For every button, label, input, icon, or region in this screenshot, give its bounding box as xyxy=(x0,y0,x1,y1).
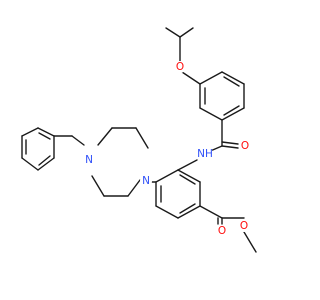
amide-nh-label: NH xyxy=(197,148,213,160)
ether-oxygen-label: O xyxy=(176,61,184,73)
ester-carbonyl-oxygen-label: O xyxy=(218,225,226,237)
piperazine-n-right-label: N xyxy=(142,175,150,187)
atom-label-layer: O NH O N N O O xyxy=(83,61,251,237)
bond-layer xyxy=(21,27,257,253)
chemical-structure: O NH O N N O O xyxy=(21,27,257,253)
amide-oxygen-label: O xyxy=(241,140,249,152)
ester-methoxy-oxygen-label: O xyxy=(240,220,248,232)
piperazine-n-left-label: N xyxy=(85,154,93,166)
